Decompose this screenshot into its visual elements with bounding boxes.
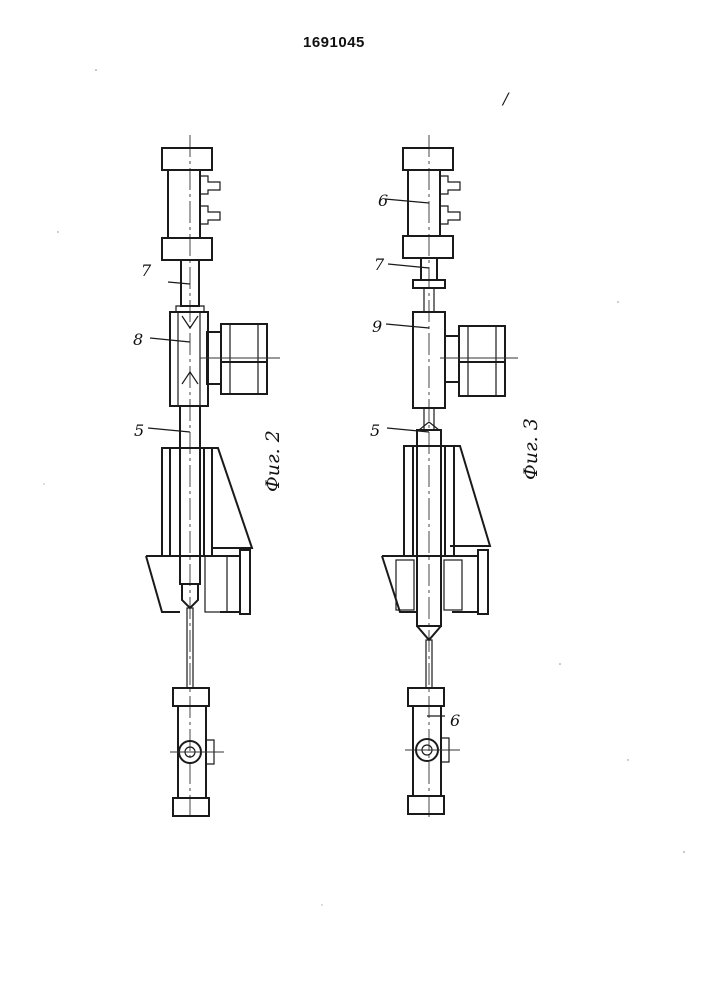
rod-7: 7 [141, 260, 204, 312]
link-9: 9 [372, 288, 445, 430]
figure-3: 6 7 9 [370, 135, 542, 820]
figure-2: 7 8 5 [133, 135, 284, 820]
bottom-cylinder-6: 6 [405, 688, 460, 814]
coupling-8: 8 [133, 312, 208, 406]
stray-mark: / [501, 89, 510, 108]
housing-fig3 [382, 446, 490, 614]
rod-7-fig3: 7 [374, 255, 445, 288]
shaft-5-fig3: 5 [370, 421, 441, 640]
label-5-fig2: 5 [134, 421, 144, 440]
label-6-top-fig3: 6 [378, 191, 388, 210]
side-motor-box-fig2 [200, 324, 280, 394]
bottom-cylinder-fig2 [170, 688, 224, 816]
caption-fig2: Фиг. 2 [262, 430, 284, 492]
label-6-bottom-fig3: 6 [450, 711, 460, 730]
label-9-fig3: 9 [372, 317, 382, 336]
label-5-fig3: 5 [370, 421, 380, 440]
label-8-fig2: 8 [133, 330, 143, 349]
top-cylinder-6: 6 [378, 148, 460, 258]
caption-fig3: Фиг. 3 [520, 418, 542, 480]
label-7-fig2: 7 [141, 261, 152, 280]
scan-specks [43, 69, 684, 905]
side-motor-box-fig3 [440, 326, 518, 396]
label-7-fig3: 7 [374, 255, 385, 274]
top-drive-unit [162, 148, 220, 260]
